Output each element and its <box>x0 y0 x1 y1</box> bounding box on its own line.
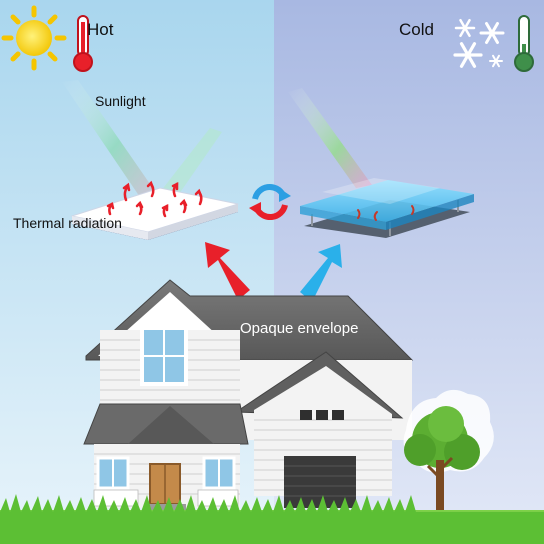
opaque-envelope-label: Opaque envelope <box>240 320 359 337</box>
snowflakes-icon <box>453 18 505 68</box>
sun-icon <box>1 5 67 71</box>
house <box>83 279 414 510</box>
thermal-radiation-label: Thermal radiation <box>13 215 122 231</box>
cold-mode-panel <box>300 178 474 238</box>
heat-gain-arrow <box>205 242 250 300</box>
heat-loss-arrow <box>300 244 342 302</box>
thermal-radiation-arrows <box>106 180 203 218</box>
switch-cycle-icon <box>249 183 291 221</box>
sunlight-beam-cold <box>288 88 372 188</box>
hot-thermometer-icon <box>73 15 93 72</box>
sunlight-label: Sunlight <box>95 93 146 109</box>
hot-label: Hot <box>87 20 114 39</box>
grass <box>0 494 544 544</box>
cold-label: Cold <box>399 20 434 39</box>
cold-thermal-arrows <box>357 205 415 221</box>
cold-thermometer-icon <box>514 15 534 72</box>
tree-icon <box>403 389 494 510</box>
hot-mode-panel <box>70 187 239 240</box>
